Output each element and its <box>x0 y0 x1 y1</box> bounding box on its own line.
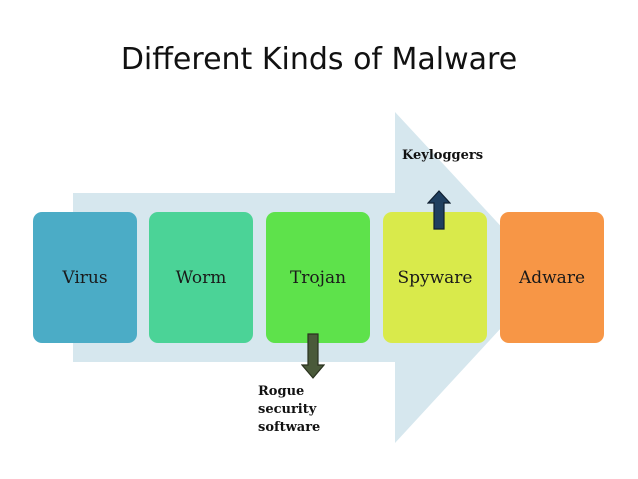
stage-worm-label: Worm <box>175 267 227 288</box>
stage-trojan-label: Trojan <box>289 267 347 288</box>
stage-adware-label: Adware <box>518 267 586 288</box>
callout-rogue-security-software: Rogue security software <box>258 383 368 437</box>
stage-virus-label: Virus <box>62 267 108 288</box>
up-arrow-icon <box>427 190 451 230</box>
stage-trojan: Trojan <box>266 212 370 343</box>
callout-line: Rogue <box>258 384 305 399</box>
slide-title: Different Kinds of Malware <box>120 42 518 77</box>
callout-line: security <box>258 402 317 417</box>
stage-virus: Virus <box>33 212 137 343</box>
stage-adware: Adware <box>500 212 604 343</box>
stage-spyware: Spyware <box>383 212 487 343</box>
callout-line: software <box>258 420 321 435</box>
callout-keyloggers: Keyloggers <box>402 148 484 163</box>
down-arrow-icon <box>301 333 325 379</box>
stage-spyware-label: Spyware <box>397 267 473 288</box>
stage-worm: Worm <box>149 212 253 343</box>
